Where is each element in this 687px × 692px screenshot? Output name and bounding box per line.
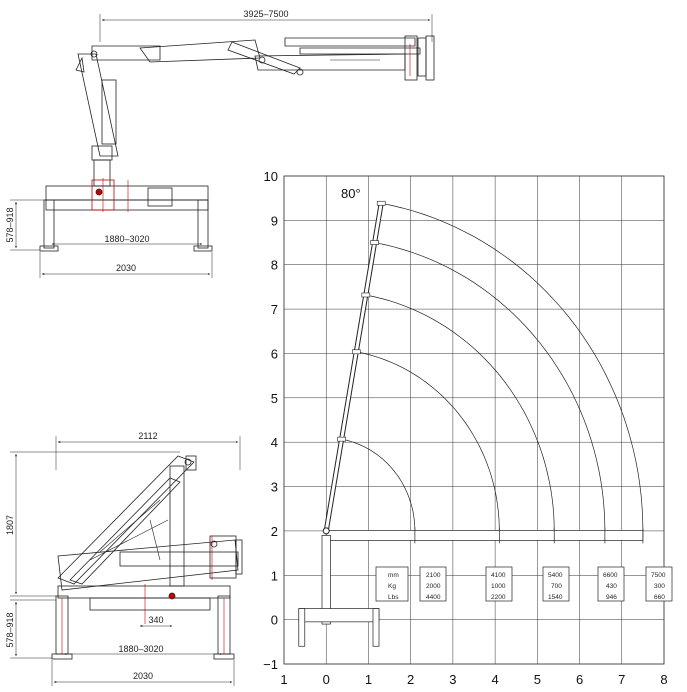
x-tick-label: 7 (618, 672, 625, 687)
boom-section-joint (376, 200, 386, 206)
side-height-dimension: 1807 (5, 515, 15, 535)
reach-arc-3 (365, 294, 555, 531)
cap-3-kg: 700 (551, 583, 562, 590)
x-tick-label: 1 (280, 672, 287, 687)
y-tick-label: 3 (271, 480, 278, 495)
y-tick-label: 0 (271, 613, 278, 628)
reach-arc-1 (341, 438, 416, 531)
crane-leg-left (298, 608, 306, 647)
cap-4-mm: 6600 (603, 572, 618, 579)
boom-section-joint (370, 240, 379, 245)
cap-1-mm: 2100 (426, 572, 441, 579)
top-leg-height-dimension: 578–918 (5, 207, 15, 242)
chart-frame (283, 175, 665, 665)
cap-4-kg: 430 (606, 583, 617, 590)
x-tick-label: 3 (449, 672, 456, 687)
cap-1-kg: 2000 (426, 583, 441, 590)
reach-arc-5 (381, 202, 644, 531)
unit-lbs: Lbs (388, 594, 399, 601)
boom-pivot (322, 527, 330, 535)
x-tick-label: 8 (660, 672, 667, 687)
top-span-dimension: 1880–3020 (104, 234, 149, 244)
unit-kg: Kg (388, 583, 396, 590)
top-reach-dimension: 3925–7500 (243, 9, 288, 19)
boom-section-joint (361, 292, 371, 298)
cap-5-lbs: 660 (654, 594, 665, 601)
side-width-dimension: 2112 (138, 431, 157, 441)
side-span-dimension: 1880–3020 (118, 644, 163, 654)
reach-arc-4 (374, 242, 606, 531)
top-width-dimension: 2030 (116, 263, 136, 273)
cap-3-lbs: 1540 (548, 594, 563, 601)
boom-raised-inner (324, 202, 383, 532)
boom-section-joint (337, 436, 346, 442)
cap-2-kg: 1000 (491, 583, 506, 590)
cap-5-mm: 7500 (651, 572, 666, 579)
cap-4-lbs: 946 (606, 594, 617, 601)
x-tick-label: 0 (323, 672, 330, 687)
cap-1-lbs: 4400 (426, 594, 441, 601)
y-tick-label: 6 (271, 346, 278, 361)
y-tick-label: 2 (271, 524, 278, 539)
x-tick-label: 2 (407, 672, 414, 687)
boom-angle-label: 80° (341, 186, 361, 201)
boom-horizontal (325, 529, 644, 541)
reach-arc-2 (356, 351, 500, 531)
side-view (10, 436, 243, 686)
y-tick-label: −1 (263, 657, 278, 672)
y-tick-label: 4 (271, 435, 278, 450)
x-tick-label: 1 (365, 672, 372, 687)
cap-3-mm: 5400 (548, 572, 563, 579)
y-tick-label: 1 (271, 568, 278, 583)
y-tick-label: 5 (271, 391, 278, 406)
y-tick-label: 10 (264, 169, 278, 184)
boom-section-joint (351, 349, 361, 355)
side-leg-height-dimension: 578–918 (5, 612, 15, 647)
side-offset-dimension: 340 (148, 615, 163, 625)
x-tick-label: 5 (534, 672, 541, 687)
crane-leg-right (372, 608, 380, 647)
cap-2-mm: 4100 (491, 572, 506, 579)
crane-column (321, 534, 331, 625)
x-tick-label: 6 (576, 672, 583, 687)
side-base-dimension: 2030 (133, 671, 153, 681)
x-tick-label: 4 (491, 672, 498, 687)
cap-2-lbs: 2200 (491, 594, 506, 601)
y-tick-label: 7 (271, 302, 278, 317)
top-view (10, 14, 435, 278)
y-tick-label: 9 (271, 213, 278, 228)
crane-base (298, 608, 380, 623)
load-table: mm Kg Lbs 2100 2000 4400 4100 1000 2200 … (375, 566, 673, 602)
cap-5-kg: 300 (654, 583, 665, 590)
unit-mm: mm (388, 572, 399, 579)
y-tick-label: 8 (271, 258, 278, 273)
